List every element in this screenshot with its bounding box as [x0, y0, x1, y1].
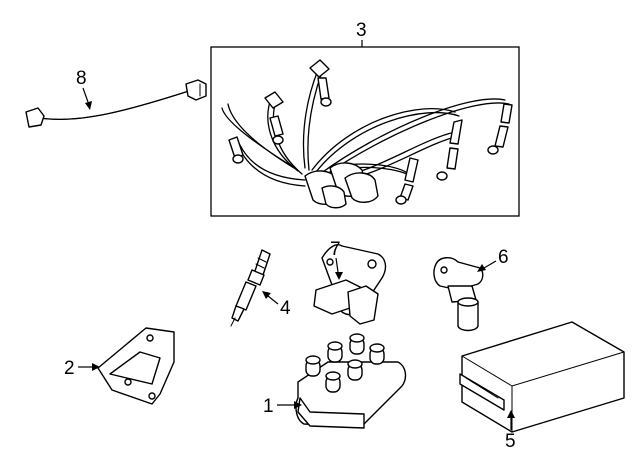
callout-label-6: 6	[498, 247, 509, 268]
callout-1: 1	[263, 396, 302, 417]
sensor-bracket[interactable]	[313, 244, 387, 325]
callout-5: 5	[505, 410, 516, 452]
callout-7: 7	[330, 239, 343, 280]
callout-label-5: 5	[505, 431, 516, 452]
callout-3: 3	[356, 20, 367, 47]
engine-control-module[interactable]	[459, 321, 625, 433]
wire-set-frame	[210, 46, 520, 217]
callout-label-4: 4	[280, 298, 291, 319]
spark-plug[interactable]	[230, 249, 271, 327]
callout-label-3: 3	[356, 20, 367, 41]
spark-plug-wire-set[interactable]	[210, 46, 520, 217]
camshaft-position-sensor[interactable]	[433, 257, 484, 332]
callout-label-1: 1	[263, 396, 274, 417]
sensor-harness[interactable]	[25, 79, 207, 128]
callout-label-2: 2	[64, 358, 75, 379]
coil-bracket[interactable]	[97, 327, 175, 405]
callout-label-8: 8	[76, 68, 87, 89]
callout-4: 4	[262, 291, 291, 319]
ignition-coil-pack[interactable]	[295, 333, 407, 429]
callout-6: 6	[477, 247, 509, 272]
callout-2: 2	[64, 358, 100, 379]
callout-8: 8	[76, 68, 92, 110]
callout-label-7: 7	[330, 239, 341, 260]
